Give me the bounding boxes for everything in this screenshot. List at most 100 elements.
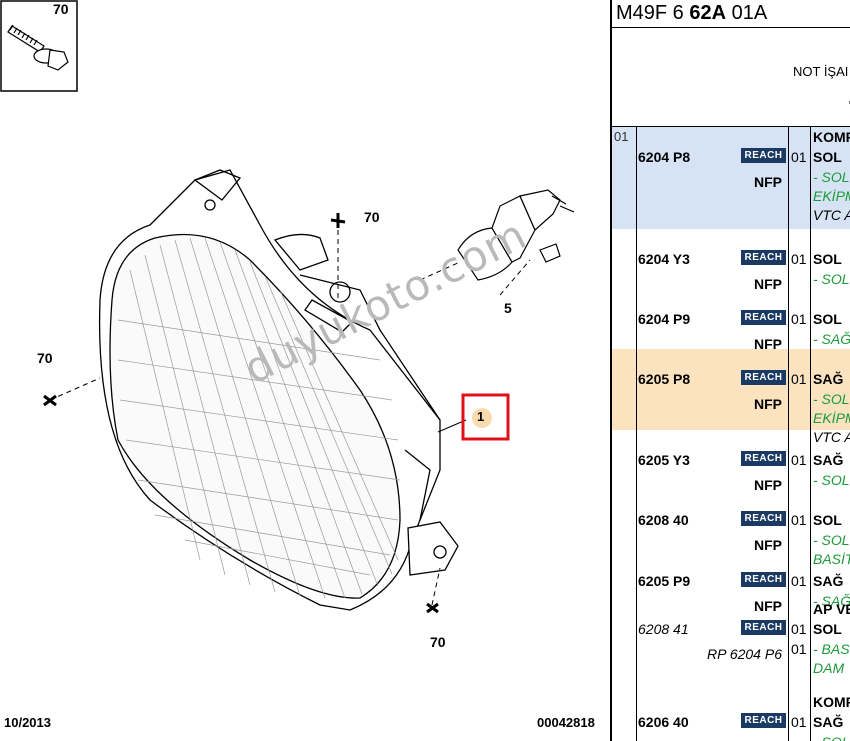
nfp-label: NFP <box>754 396 782 412</box>
column-divider <box>636 127 637 741</box>
description-note: - SOL <box>813 734 850 741</box>
inset-bolt-icon <box>7 24 69 71</box>
diagram-date: 10/2013 <box>4 715 51 730</box>
callout-screw-left: 70 <box>37 350 53 366</box>
callout-screw-top: 70 <box>364 209 380 225</box>
nfp-label: NFP <box>754 739 782 741</box>
part-number: 6204 P8 <box>638 149 691 165</box>
side-label: SAĞ <box>813 371 844 387</box>
reach-badge: REACH <box>741 572 786 587</box>
side-label: SAĞ <box>813 573 844 589</box>
quantity: 01 <box>791 311 807 327</box>
reach-badge: REACH <box>741 451 786 466</box>
description-note: VTC A <box>813 207 850 223</box>
description-heading: KOMP <box>813 129 850 145</box>
group-code-title: M49F 6 62A 01A <box>616 2 767 25</box>
description-note: - SOL <box>813 169 850 185</box>
code-suffix: 01A <box>726 2 768 24</box>
quantity: 01 <box>791 149 807 165</box>
callout-1-highlight-box <box>461 393 510 441</box>
inset-callout-label: 70 <box>53 1 69 17</box>
reach-badge: REACH <box>741 620 786 635</box>
headlamp-exploded-view <box>0 0 575 614</box>
reach-badge: REACH <box>741 511 786 526</box>
reach-badge: REACH <box>741 370 786 385</box>
parts-diagram: 70 70 5 70 1 70 duyukoto.com 10/2013 000… <box>0 0 595 730</box>
part-number: 6206 40 <box>638 714 689 730</box>
column-divider <box>810 127 811 741</box>
part-number: 6205 P9 <box>638 573 691 589</box>
part-number: 6208 41 <box>638 621 689 637</box>
part-number: 6205 P8 <box>638 371 691 387</box>
part-number: 6204 Y3 <box>638 251 690 267</box>
description-note: VTC A <box>813 429 850 445</box>
screw-marker-bottom-icon <box>426 602 439 614</box>
description-note: - SOL <box>813 391 850 407</box>
side-label: SOL <box>813 251 842 267</box>
quantity: 01 <box>791 621 807 637</box>
side-label: SOL <box>813 311 842 327</box>
nfp-label: NFP <box>754 537 782 553</box>
reach-badge: REACH <box>741 713 786 728</box>
callout-bulb: 5 <box>504 300 512 316</box>
replacement-part: RP 6204 P6 <box>707 646 782 662</box>
leader-lines <box>49 230 531 606</box>
row-index: 01 <box>614 129 629 144</box>
reach-badge: REACH <box>741 310 786 325</box>
lens-hatching <box>117 237 401 599</box>
nfp-label: NFP <box>754 598 782 614</box>
nfp-label: NFP <box>754 477 782 493</box>
side-label: SAĞ <box>813 714 844 730</box>
screw-marker-top-icon <box>330 213 346 228</box>
description-note: - BAS <box>813 641 850 657</box>
nfp-label: NFP <box>754 174 782 190</box>
nfp-label: NFP <box>754 276 782 292</box>
callout-headlamp[interactable]: 1 <box>477 409 485 424</box>
part-number: 6205 Y3 <box>638 452 690 468</box>
nfp-label: NFP <box>754 336 782 352</box>
bulb-icon <box>457 189 575 281</box>
description-note: DAM <box>813 660 845 676</box>
diagram-reference: 00042818 <box>537 715 595 730</box>
side-label: SOL <box>813 621 842 637</box>
quantity: 01 <box>791 573 807 589</box>
quantity: 01 <box>791 714 807 730</box>
description-note: EKİPM <box>813 410 850 426</box>
reach-badge: REACH <box>741 148 786 163</box>
callout-1-leader <box>437 419 467 433</box>
side-label: SOL <box>813 512 842 528</box>
description-note: - SOL <box>813 271 850 287</box>
description-note: - SAĞ <box>813 593 850 609</box>
callout-screw-bottom: 70 <box>430 634 446 650</box>
side-label: SOL <box>813 149 842 165</box>
title-divider <box>612 27 850 28</box>
quantity: 01 <box>791 512 807 528</box>
screw-marker-left-icon <box>43 394 57 407</box>
description-note: - SOL <box>813 472 850 488</box>
part-number: 6204 P9 <box>638 311 691 327</box>
header-note: NOT İŞAI <box>793 64 849 79</box>
description-note: - SAĞ <box>813 331 850 347</box>
side-label: SAĞ <box>813 452 844 468</box>
callout-1-marker <box>472 408 492 428</box>
quantity: 01 <box>791 452 807 468</box>
part-number: 6208 40 <box>638 512 689 528</box>
reach-badge: REACH <box>741 250 786 265</box>
replacement-quantity: 01 <box>791 641 807 657</box>
panel-header: M49F 6 62A 01A NOT İŞAI <box>612 0 850 127</box>
description-note: BASİT <box>813 551 850 567</box>
description-heading: KOMP <box>813 694 850 710</box>
column-divider <box>788 127 789 741</box>
code-prefix: M49F 6 <box>616 2 690 24</box>
headlamp-unit <box>98 169 459 611</box>
